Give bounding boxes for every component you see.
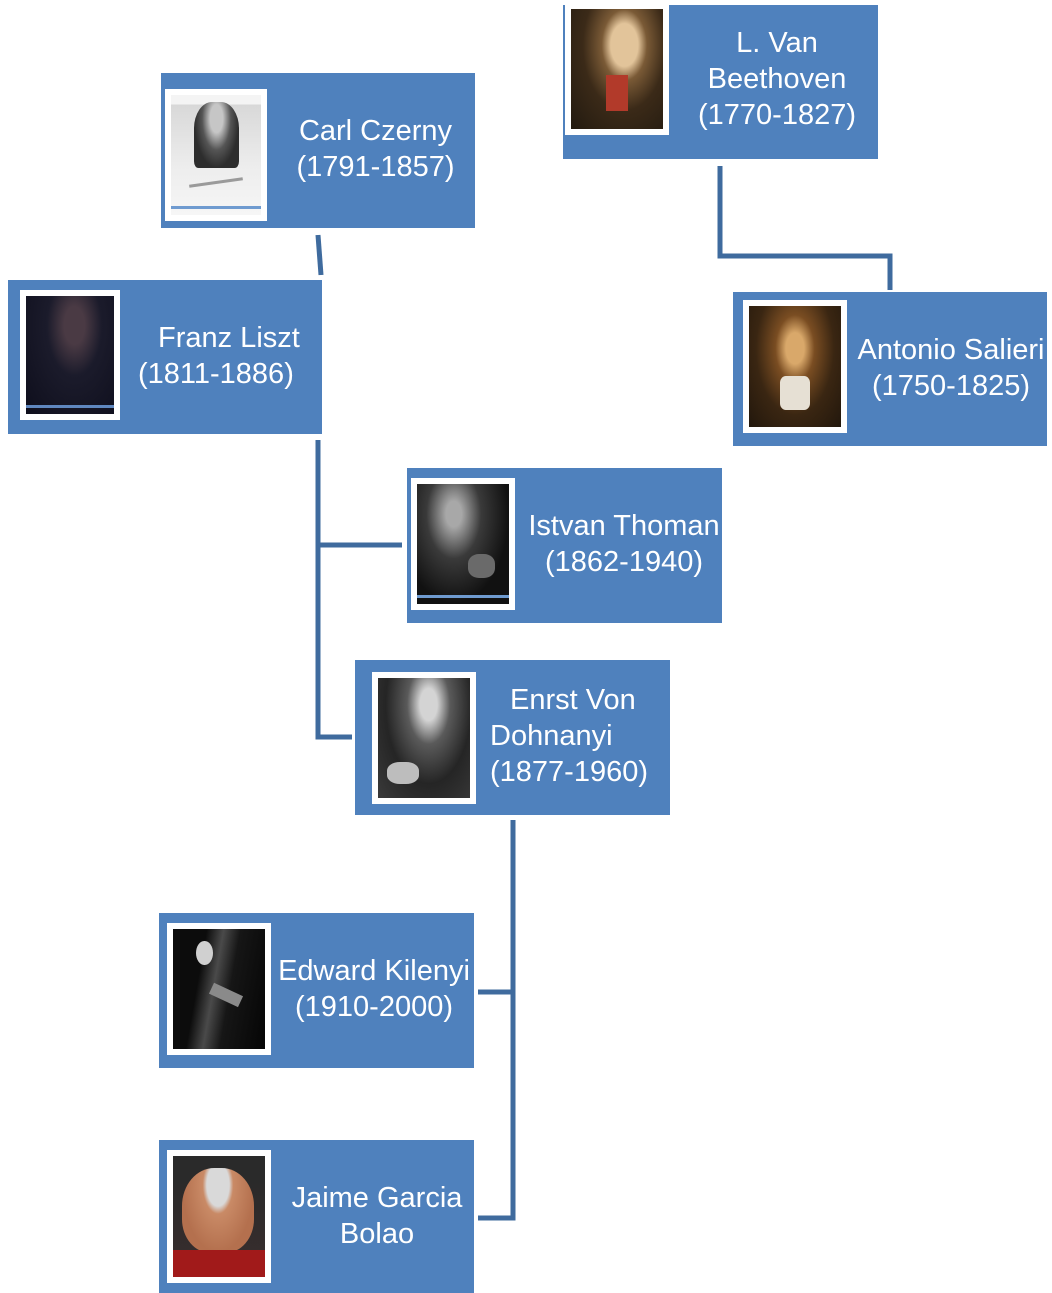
label-beethoven: L. Van Beethoven (1770-1827) [698, 27, 856, 131]
portrait-thoman-icon [411, 478, 515, 610]
portrait-liszt-icon [20, 290, 120, 420]
label-salieri: Antonio Salieri (1750-1825) [857, 334, 1045, 402]
label-bolao: Jaime Garcia Bolao [291, 1182, 463, 1250]
node-dohnanyi: Enrst Von Dohnanyi (1877-1960) [355, 660, 670, 815]
connector-liszt-dohnanyi [315, 545, 352, 740]
connector-dohnanyi-bolao [478, 992, 516, 1221]
label-liszt: Franz Liszt (1811-1886) [138, 322, 300, 390]
portrait-beethoven-icon [565, 3, 669, 135]
node-thoman: Istvan Thoman (1862-1940) [407, 468, 722, 623]
portrait-salieri-icon [743, 300, 847, 433]
label-czerny: Carl Czerny (1791-1857) [296, 115, 455, 183]
connector-liszt-thoman [315, 440, 402, 548]
label-thoman: Istvan Thoman (1862-1940) [528, 510, 720, 578]
node-bolao: Jaime Garcia Bolao [159, 1140, 474, 1293]
label-kilenyi: Edward Kilenyi (1910-2000) [278, 955, 470, 1023]
node-liszt: Franz Liszt (1811-1886) [8, 280, 322, 434]
portrait-dohnanyi-icon [372, 672, 476, 804]
connector-dohnanyi-kilenyi [478, 820, 516, 995]
node-kilenyi: Edward Kilenyi (1910-2000) [159, 913, 474, 1068]
node-czerny: Carl Czerny (1791-1857) [161, 73, 475, 228]
label-dohnanyi: Enrst Von Dohnanyi (1877-1960) [490, 684, 648, 788]
connector-czerny-liszt [315, 234, 324, 276]
node-beethoven: L. Van Beethoven (1770-1827) [563, 3, 878, 159]
portrait-kilenyi-icon [167, 923, 271, 1055]
portrait-bolao-icon [167, 1150, 271, 1283]
connector-beethoven-salieri [717, 166, 893, 290]
node-salieri: Antonio Salieri (1750-1825) [733, 292, 1047, 446]
portrait-czerny-icon [165, 89, 267, 221]
